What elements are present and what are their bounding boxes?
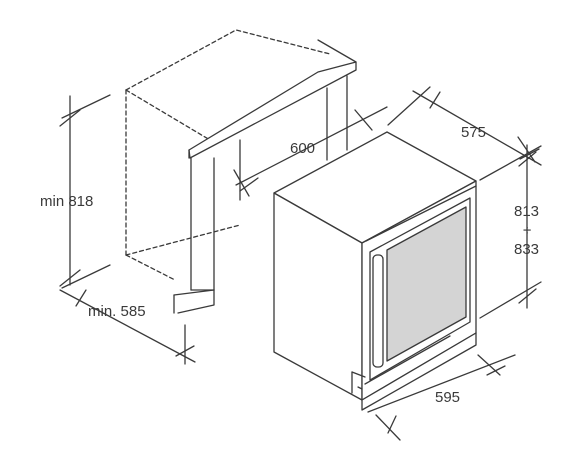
label-cabinet-depth: min. 585 <box>88 303 146 320</box>
label-appliance-height-max: 833 <box>514 241 539 258</box>
dim-line-cabinet-width <box>233 106 388 197</box>
cabinet-niche-outline <box>125 29 331 281</box>
door-handle <box>372 254 384 368</box>
dim-line-appliance-height <box>479 144 542 319</box>
dim-line-appliance-depth <box>387 86 542 166</box>
label-cabinet-width: 600 <box>290 140 315 157</box>
label-appliance-height-min: 813 <box>514 203 539 220</box>
label-appliance-width: 595 <box>435 389 460 406</box>
dim-line-cabinet-height <box>59 94 111 289</box>
countertop <box>188 39 357 159</box>
label-cabinet-height: min 818 <box>40 193 93 210</box>
glass-panel <box>386 206 467 362</box>
label-appliance-depth: 575 <box>461 124 486 141</box>
appliance-plinth <box>351 332 477 411</box>
appliance-door <box>369 197 471 381</box>
dim-line-cabinet-depth <box>59 289 196 365</box>
dim-line-appliance-width <box>367 354 516 441</box>
cabinet-back-posts <box>239 75 348 201</box>
cabinet-side-panel <box>173 157 215 314</box>
label-height-range-symbol: ÷ <box>523 222 531 239</box>
